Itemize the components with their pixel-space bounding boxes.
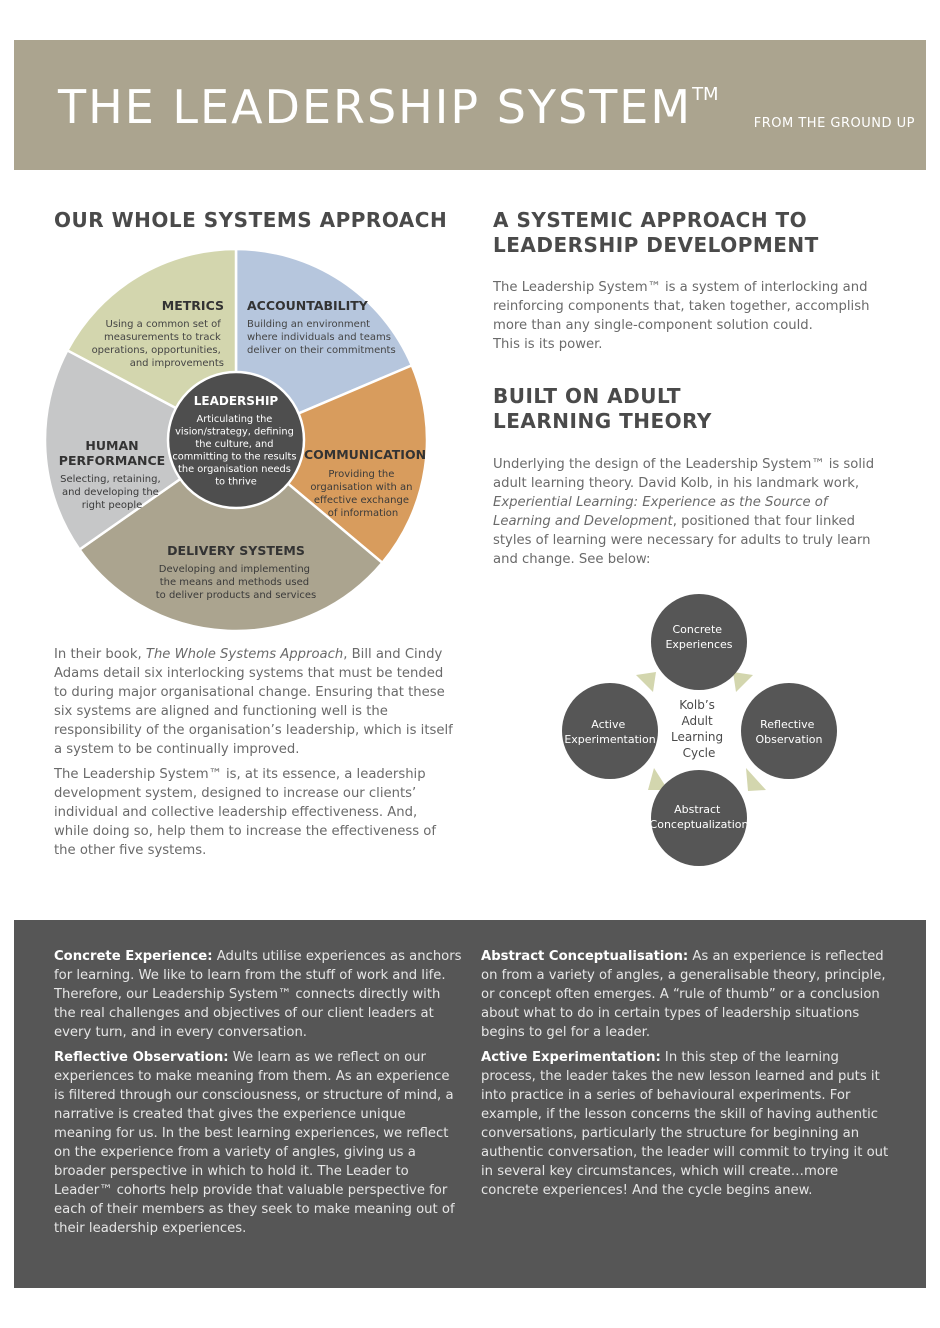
concrete-experience-paragraph: Concrete Experience: Adults utilise expe… [54,949,462,1040]
leadership-desc: Articulating the vision/strategy, defini… [172,414,299,488]
page-title: THE LEADERSHIP SYSTEMTM [58,80,719,134]
systemic-approach-paragraph: The Leadership System™ is a system of in… [493,280,870,352]
human-title-1: HUMAN [85,438,138,453]
kolb-active-label: Active Experimentation [564,718,655,746]
kolb-abstract-label: Abstract Conceptualization [650,803,749,831]
page-subtitle: FROM THE GROUND UP [753,116,915,131]
kolb-cycle-diagram: Concrete Experiences Reflective Observat… [562,594,837,866]
delivery-sector [77,438,385,633]
whole-systems-paragraph-1: In their book, The Whole Systems Approac… [54,647,453,757]
adult-learning-paragraph: Underlying the design of the Leadership … [493,457,875,567]
human-desc: Selecting, retaining, and developing the… [60,474,164,511]
whole-systems-paragraph-2: The Leadership System™ is, at its essenc… [54,767,436,858]
metrics-desc: Using a common set of measurements to tr… [92,319,224,369]
learning-styles-left-column: Concrete Experience: Adults utilise expe… [54,947,464,1244]
arrow-icon [733,672,753,692]
kolb-active-circle [562,683,658,779]
arrow-icon [746,768,766,791]
kolb-center-label: Kolb’s Adult Learning Cycle [671,698,727,760]
leadership-title: LEADERSHIP [194,394,279,408]
kolb-concrete-circle [651,594,747,690]
communication-title: COMMUNICATION [304,447,426,462]
human-title-2: PERFORMANCE [59,453,165,468]
delivery-desc: Developing and implementing the means an… [156,564,317,601]
learning-styles-right-column: Abstract Conceptualisation: As an experi… [481,947,891,1206]
kolb-reflective-label: Reflective Observation [756,718,823,746]
leadership-hub [166,370,306,510]
accountability-title: ACCOUNTABILITY [247,298,369,313]
communication-sector [233,363,429,565]
accountability-desc: Building an environment where individual… [247,319,396,356]
communication-desc: Providing the organisation with an effec… [310,469,415,519]
reflective-observation-paragraph: Reflective Observation: We learn as we r… [54,1050,455,1236]
whole-systems-heading: OUR WHOLE SYSTEMS APPROACH [54,208,448,232]
arrow-icon [648,768,668,790]
metrics-title: METRICS [162,298,224,313]
kolb-reflective-circle [741,683,837,779]
learning-styles-panel: Concrete Experience: Adults utilise expe… [14,920,926,1288]
kolb-concrete-label: Concrete Experiences [665,623,732,651]
arrow-icon [636,672,656,692]
human-sector [43,348,239,552]
header-banner: THE LEADERSHIP SYSTEMTM FROM THE GROUND … [14,40,926,170]
kolb-abstract-circle [651,770,747,866]
abstract-conceptualisation-paragraph: Abstract Conceptualisation: As an experi… [481,949,886,1040]
active-experimentation-paragraph: Active Experimentation: In this step of … [481,1050,889,1198]
delivery-title: DELIVERY SYSTEMS [167,543,305,558]
